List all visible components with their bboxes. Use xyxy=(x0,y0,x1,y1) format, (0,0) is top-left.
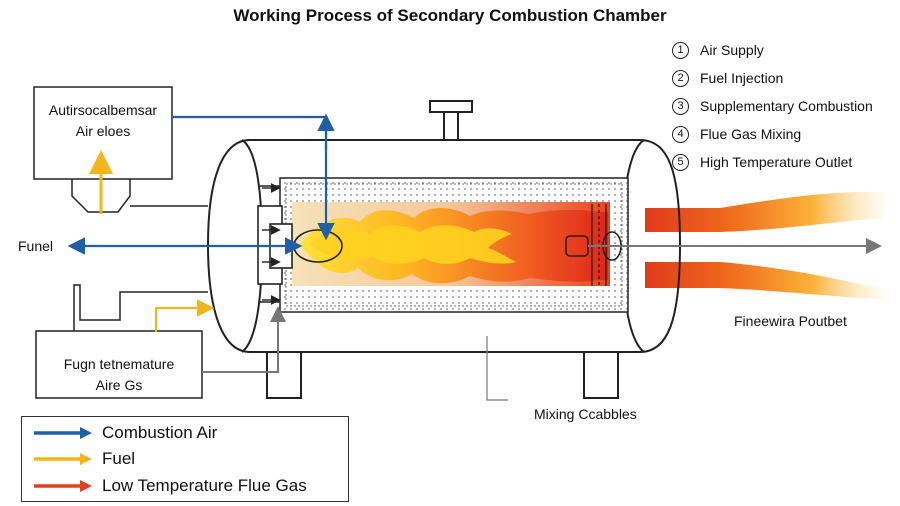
step-item: 4 Flue Gas Mixing xyxy=(672,120,873,148)
exhaust-plume xyxy=(645,191,885,300)
mixing-leader xyxy=(486,336,508,401)
support-legs xyxy=(266,351,619,399)
gas-box-line2: Aire Gs xyxy=(95,377,143,393)
burner-feed-arrows xyxy=(262,183,281,305)
low-temp-gas-box xyxy=(35,284,208,399)
fuel-feed-flow xyxy=(154,299,215,332)
step-item: 1 Air Supply xyxy=(672,36,873,64)
legend-label: Fuel xyxy=(102,449,136,468)
legend-item-combustion-air: Combustion Air xyxy=(32,420,217,446)
legend-item-fuel: Fuel xyxy=(32,446,135,472)
air-box-line2: Air eloes xyxy=(75,123,131,139)
step-number: 1 xyxy=(672,41,689,59)
air-box-label: Autirsocalbemsar Air eloes xyxy=(34,100,172,142)
legend-label: Combustion Air xyxy=(102,423,218,442)
air-box-line1: Autirsocalbemsar xyxy=(48,102,158,118)
step-item: 3 Supplementary Combustion xyxy=(672,92,873,120)
fuel-input-label: Funel xyxy=(18,238,54,254)
outlet-label: Fineewira Poutbet xyxy=(734,313,847,329)
red-arrow-icon xyxy=(34,480,92,492)
legend-item-flue-gas: Low Temperature Flue Gas xyxy=(32,473,307,499)
legend: Combustion Air Fuel Low Temperature Flue… xyxy=(21,416,349,502)
step-label: Supplementary Combustion xyxy=(700,98,873,114)
step-label: High Temperature Outlet xyxy=(700,154,853,170)
step-number: 3 xyxy=(672,97,689,115)
step-number: 5 xyxy=(672,153,689,171)
top-nozzle xyxy=(429,100,473,141)
diagram-title: Working Process of Secondary Combustion … xyxy=(233,6,667,25)
step-label: Air Supply xyxy=(700,42,764,58)
mixing-label: Mixing Ccabbles xyxy=(534,406,637,422)
step-item: 5 High Temperature Outlet xyxy=(672,148,873,176)
step-label: Fuel Injection xyxy=(700,70,784,86)
process-steps: 1 Air Supply 2 Fuel Injection 3 Supplementa… xyxy=(672,36,873,176)
step-label: Flue Gas Mixing xyxy=(700,126,802,142)
gas-box-line1: Fugn tetnemature xyxy=(63,356,175,372)
yellow-arrow-icon xyxy=(34,453,92,465)
flame-zone xyxy=(292,202,610,286)
gas-box-label: Fugn tetnemature Aire Gs xyxy=(36,354,202,396)
recirculation-flow xyxy=(202,306,286,373)
step-number: 2 xyxy=(672,69,689,87)
air-supply-flow xyxy=(172,113,335,241)
blue-arrow-icon xyxy=(34,427,92,439)
step-number: 4 xyxy=(672,125,689,143)
step-item: 2 Fuel Injection xyxy=(672,64,873,92)
legend-label: Low Temperature Flue Gas xyxy=(102,476,307,495)
